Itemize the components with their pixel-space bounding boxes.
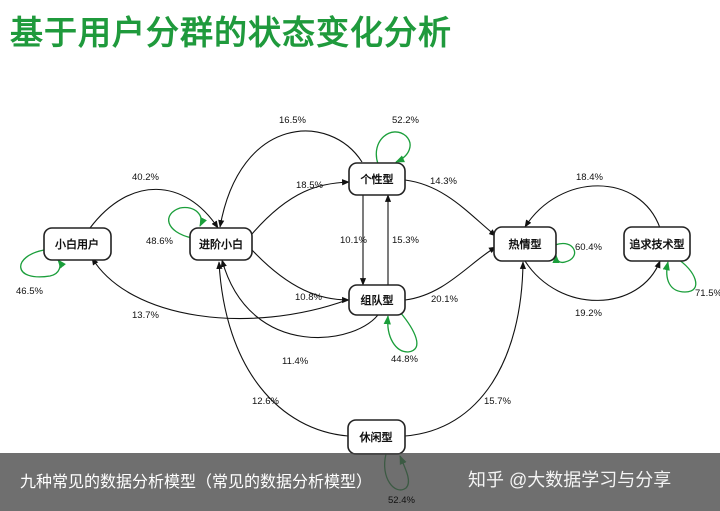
edge-jinjie-to-zudui <box>251 249 350 304</box>
edge-zhuiqiu-to-reqing <box>524 185 661 229</box>
label-zhuiqiu-self: 71.5% <box>695 288 720 299</box>
edge-jinjie-to-gexing <box>251 179 350 235</box>
node-xiaobai-label: 小白用户 <box>54 237 99 251</box>
edge-gexing-to-jinjie <box>218 130 363 228</box>
loop-xiaobai <box>20 249 66 278</box>
node-xiaobai: 小白用户 <box>43 227 112 261</box>
node-reqing-label: 热情型 <box>509 237 542 251</box>
loop-jinjie <box>168 206 207 239</box>
label-xiuxian-to-jinjie: 12.6% <box>252 396 279 407</box>
label-zhuiqiu-to-reqing: 18.4% <box>576 172 603 183</box>
label-zudui-self: 44.8% <box>391 354 418 365</box>
node-zudui: 组队型 <box>348 284 406 316</box>
node-gexing: 个性型 <box>348 162 406 196</box>
label-gexing-to-jinjie: 16.5% <box>279 115 306 126</box>
label-xiuxian-to-reqing: 15.7% <box>484 396 511 407</box>
loop-reqing <box>552 242 576 264</box>
label-jinjie-to-zudui: 10.8% <box>295 292 322 303</box>
label-reqing-to-zhuiqiu: 19.2% <box>575 308 602 319</box>
node-reqing: 热情型 <box>493 226 557 262</box>
node-zhuiqiu: 追求技术型 <box>623 226 691 262</box>
node-xiuxian: 休闲型 <box>347 419 406 455</box>
label-xiaobai-self: 46.5% <box>16 286 43 297</box>
node-jinjie-label: 进阶小白 <box>199 237 243 251</box>
edge-zudui-to-jinjie <box>220 259 381 339</box>
node-gexing-label: 个性型 <box>360 172 394 186</box>
edge-zudui-to-xiaobai <box>91 257 348 319</box>
caption-text: 九种常见的数据分析模型（常见的数据分析模型） <box>20 474 373 491</box>
watermark-text: 知乎 @大数据学习与分享 <box>468 470 672 490</box>
label-gexing-self: 52.2% <box>392 115 419 126</box>
label-jinjie-to-gexing: 18.5% <box>296 180 323 191</box>
edge-zudui-to-reqing <box>404 246 497 301</box>
label-zudui-to-jinjie: 11.4% <box>282 356 309 367</box>
label-zudui-to-gexing: 15.3% <box>392 235 419 246</box>
label-gexing-to-zudui: 10.1% <box>340 235 367 246</box>
edge-xiaobai-to-jinjie <box>89 188 219 229</box>
node-jinjie: 进阶小白 <box>189 227 253 261</box>
caption-banner <box>0 453 720 511</box>
edge-reqing-to-zhuiqiu <box>524 260 661 301</box>
node-zudui-label: 组队型 <box>361 293 394 307</box>
label-xiaobai-to-jinjie: 40.2% <box>132 172 159 183</box>
loop-zudui <box>383 311 418 353</box>
page-title: 基于用户分群的状态变化分析 <box>10 14 452 51</box>
label-zudui-to-reqing: 20.1% <box>431 294 458 305</box>
node-xiuxian-label: 休闲型 <box>359 430 393 444</box>
label-gexing-to-reqing: 14.3% <box>430 176 457 187</box>
label-jinjie-self: 48.6% <box>146 236 173 247</box>
edge-xiuxian-to-jinjie <box>216 261 349 437</box>
edge-gexing-to-reqing <box>404 179 497 237</box>
edge-xiuxian-to-reqing <box>404 261 527 437</box>
loop-zhuiqiu <box>662 257 697 293</box>
node-zhuiqiu-label: 追求技术型 <box>630 237 685 251</box>
label-zudui-to-xiaobai: 13.7% <box>132 310 159 321</box>
label-reqing-self: 60.4% <box>575 242 602 253</box>
loop-gexing <box>375 131 411 165</box>
